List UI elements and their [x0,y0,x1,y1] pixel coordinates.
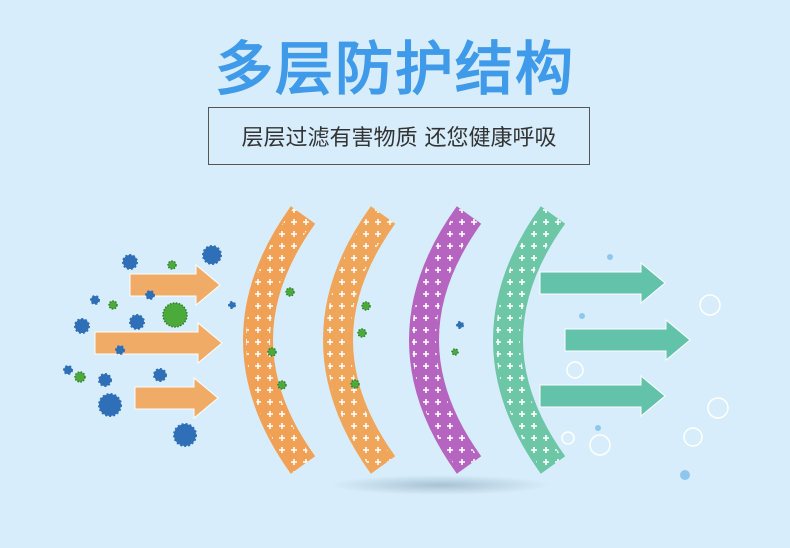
pollen-icon [451,348,459,356]
virus-icon [98,393,122,417]
virus-icon [115,345,125,355]
clean-air-bubble [589,434,611,456]
virus-icon [98,373,112,387]
filter-layer-pattern [326,207,393,473]
pollen-icon [267,347,277,357]
pollen-icon [285,287,295,297]
pollen-icon [167,260,177,270]
pollen-icon [74,371,86,383]
arrow-in [94,321,223,365]
pollen-icon [357,328,367,338]
virus-icon [129,314,145,330]
virus-icon [456,321,464,329]
pollen-icon [162,302,188,328]
virus-icon [153,368,167,382]
air-particle [680,470,690,480]
virus-icon [228,301,236,309]
pollen-icon [108,300,118,310]
pollen-icon [361,301,371,311]
filter-layer-pattern [496,207,563,473]
virus-icon [74,318,90,334]
arrow-out [539,374,666,418]
filter-layer-pattern [412,207,479,473]
arrow-in [129,263,221,307]
virus-icon [122,254,138,270]
clean-air-bubble [561,431,575,445]
clean-air-bubble [707,397,729,419]
subtitle-box: 层层过滤有害物质 还您健康呼吸 [208,107,590,165]
arrow-out [564,318,691,362]
arrow-out [539,261,666,305]
air-particle [595,425,601,431]
clean-air-bubble [683,427,703,447]
clean-air-bubble [699,294,721,316]
virus-icon [173,423,197,447]
air-particle [607,254,613,260]
virus-icon [145,290,155,300]
air-particle [579,313,585,319]
virus-icon [63,365,73,375]
pollen-icon [277,380,287,390]
page-title: 多层防护结构 [214,35,575,103]
clean-air-bubble [566,361,584,379]
subtitle: 层层过滤有害物质 还您健康呼吸 [241,126,557,151]
arrow-in [134,376,219,420]
shadow [330,475,550,495]
pollen-icon [350,379,360,389]
virus-icon [90,295,100,305]
filter-layer-pattern [246,207,313,473]
virus-icon [202,245,222,265]
